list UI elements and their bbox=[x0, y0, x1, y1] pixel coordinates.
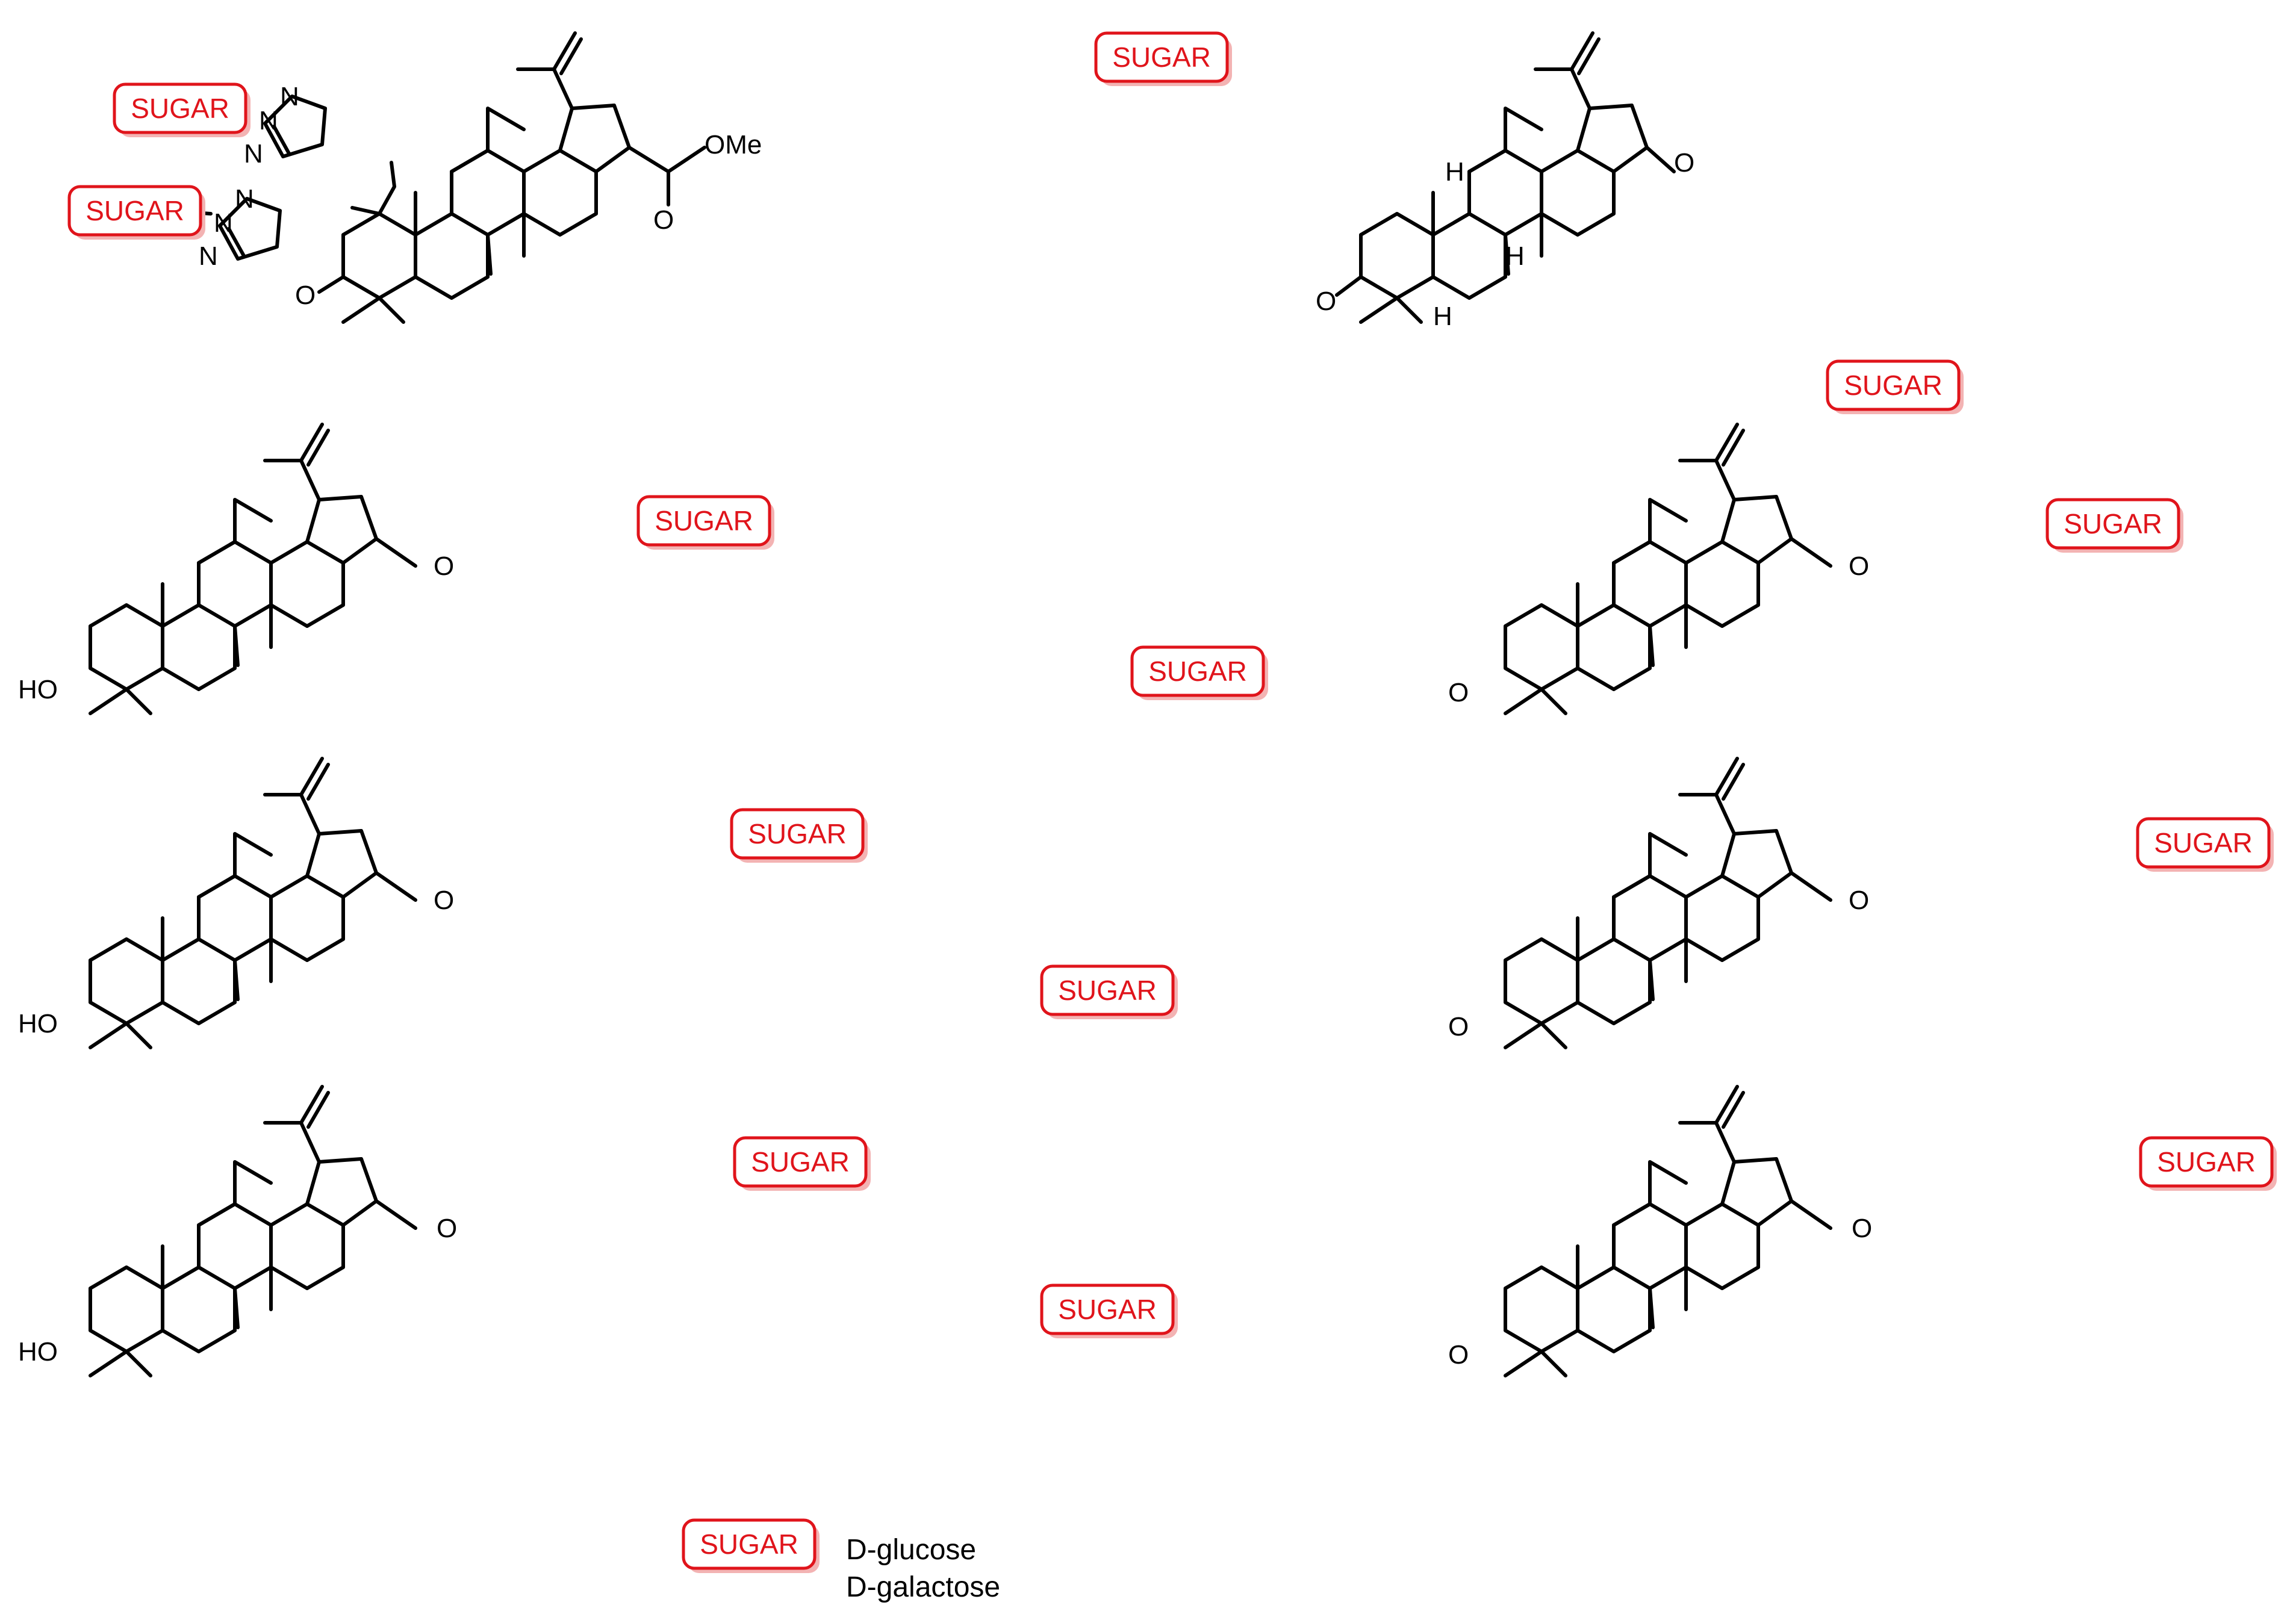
sugar-label-2b: SUGAR bbox=[1826, 359, 1964, 414]
triazole-1b: N N N bbox=[199, 184, 280, 271]
atom-O: O bbox=[1674, 148, 1694, 178]
svg-text:SUGAR: SUGAR bbox=[1058, 975, 1157, 1006]
atom-N: N bbox=[199, 241, 218, 271]
sugar-label-5: SUGAR bbox=[730, 808, 868, 863]
atom-N: N bbox=[235, 184, 254, 214]
svg-text:SUGAR: SUGAR bbox=[1148, 656, 1247, 687]
structure-2: H H H O O bbox=[1316, 33, 1694, 331]
sugar-label-1b: SUGAR bbox=[67, 185, 205, 240]
atom-HO: HO bbox=[18, 1337, 58, 1367]
lupane-skeleton bbox=[1505, 424, 1791, 713]
sugar-label-4b: SUGAR bbox=[1130, 645, 1268, 700]
svg-text:SUGAR: SUGAR bbox=[2154, 827, 2253, 858]
sugar-label-6a: SUGAR bbox=[2136, 817, 2274, 872]
atom-O: O bbox=[1852, 1214, 1872, 1243]
atom-O: O bbox=[437, 1214, 457, 1243]
atom-H: H bbox=[1433, 302, 1452, 331]
lupane-skeleton bbox=[1361, 33, 1647, 322]
svg-text:SUGAR: SUGAR bbox=[748, 818, 847, 849]
svg-text:SUGAR: SUGAR bbox=[700, 1529, 798, 1560]
sugar-label-2a: SUGAR bbox=[1094, 31, 1232, 86]
lupane-skeleton bbox=[1505, 1087, 1791, 1376]
structure-4: O O bbox=[1448, 424, 1869, 713]
atom-O: O bbox=[653, 205, 674, 235]
atom-O: O bbox=[1849, 551, 1869, 581]
legend: SUGAR D-glucose D-galactose bbox=[682, 1518, 1000, 1603]
legend-item-glucose: D-glucose bbox=[846, 1534, 976, 1566]
svg-text:SUGAR: SUGAR bbox=[2064, 508, 2162, 539]
svg-text:SUGAR: SUGAR bbox=[655, 505, 753, 536]
svg-text:SUGAR: SUGAR bbox=[1844, 370, 1943, 401]
atom-O: O bbox=[434, 886, 454, 915]
structure-7: HO O bbox=[18, 1087, 457, 1376]
structure-5: HO O bbox=[18, 759, 454, 1048]
lupane-skeleton bbox=[90, 1087, 376, 1376]
svg-text:SUGAR: SUGAR bbox=[2157, 1146, 2256, 1178]
atom-H: H bbox=[1505, 241, 1525, 271]
sugar-label-1a: SUGAR bbox=[113, 82, 250, 137]
legend-item-galactose: D-galactose bbox=[846, 1571, 1000, 1603]
sugar-label-7: SUGAR bbox=[733, 1136, 871, 1191]
sugar-label-3: SUGAR bbox=[636, 495, 774, 550]
atom-N: N bbox=[259, 106, 278, 135]
sugar-label-8a: SUGAR bbox=[2139, 1136, 2277, 1191]
svg-text:SUGAR: SUGAR bbox=[1112, 42, 1211, 73]
sugar-label-6b: SUGAR bbox=[1040, 964, 1178, 1019]
svg-text:SUGAR: SUGAR bbox=[131, 93, 229, 124]
atom-N: N bbox=[244, 139, 263, 169]
lupane-skeleton bbox=[90, 759, 376, 1048]
svg-text:SUGAR: SUGAR bbox=[1058, 1294, 1157, 1325]
atom-O: O bbox=[1448, 1012, 1469, 1041]
lupane-skeleton bbox=[90, 424, 376, 713]
atom-H: H bbox=[1445, 157, 1464, 187]
atom-O: O bbox=[295, 281, 316, 310]
atom-O: O bbox=[1316, 287, 1336, 316]
atom-OMe: OMe bbox=[705, 130, 762, 160]
triazole-1a: N N N bbox=[244, 82, 325, 169]
structure-6: O O bbox=[1448, 759, 1869, 1048]
legend-sugar-box: SUGAR bbox=[682, 1518, 820, 1573]
sugar-label-4a: SUGAR bbox=[2046, 498, 2183, 553]
atom-HO: HO bbox=[18, 1009, 58, 1038]
structure-8: O O bbox=[1448, 1087, 1872, 1376]
atom-O: O bbox=[1448, 678, 1469, 707]
atom-N: N bbox=[280, 82, 299, 111]
atom-HO: HO bbox=[18, 675, 58, 704]
structure-3: HO O bbox=[18, 424, 454, 713]
svg-text:SUGAR: SUGAR bbox=[751, 1146, 850, 1178]
lupane-skeleton bbox=[1505, 759, 1791, 1048]
atom-O: O bbox=[434, 551, 454, 581]
atom-O: O bbox=[1849, 886, 1869, 915]
svg-text:SUGAR: SUGAR bbox=[86, 195, 184, 226]
atom-O: O bbox=[1448, 1340, 1469, 1370]
lupane-skeleton bbox=[343, 33, 629, 322]
sugar-label-8b: SUGAR bbox=[1040, 1284, 1178, 1338]
atom-N: N bbox=[214, 208, 233, 238]
structure-1: O OMe O bbox=[295, 33, 762, 322]
